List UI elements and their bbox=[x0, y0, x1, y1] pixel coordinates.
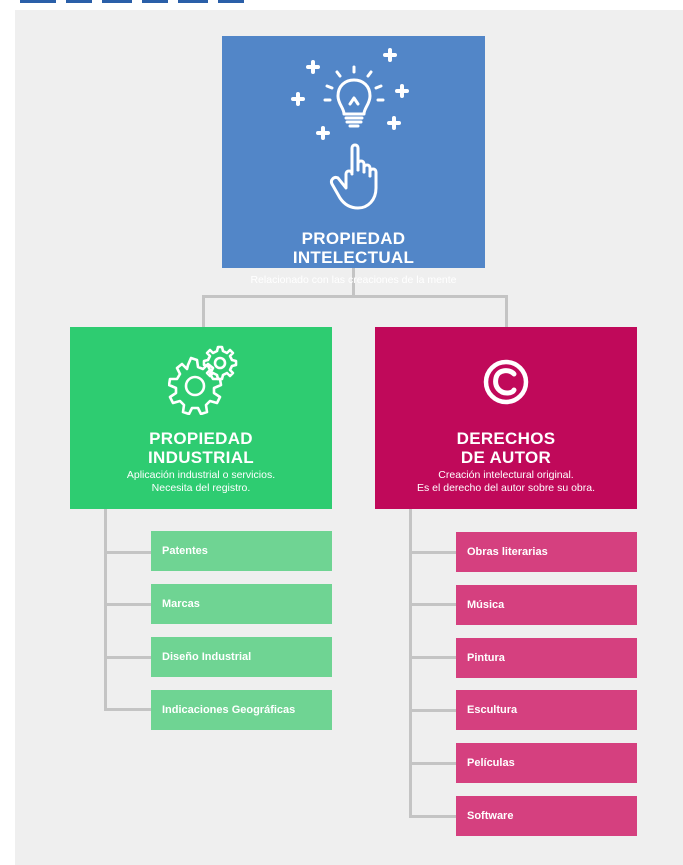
leaf-indicaciones-geograficas: Indicaciones Geográficas bbox=[151, 690, 332, 730]
industrial-tick bbox=[104, 656, 151, 659]
gears-icon bbox=[168, 345, 238, 415]
copyright-icon bbox=[483, 359, 529, 405]
industrial-tick bbox=[104, 551, 151, 554]
industrial-tick bbox=[104, 708, 151, 711]
autor-title-line2: DE AUTOR bbox=[460, 448, 552, 467]
leaf-obras-literarias: Obras literarias bbox=[456, 532, 637, 572]
autor-tick bbox=[409, 709, 456, 712]
leaf-musica: Música bbox=[456, 585, 637, 625]
leaf-software: Software bbox=[456, 796, 637, 836]
industrial-node: PROPIEDAD INDUSTRIAL Aplicación industri… bbox=[70, 327, 332, 509]
industrial-subtitle-line2: Necesita del registro. bbox=[151, 482, 251, 494]
autor-tick bbox=[409, 656, 456, 659]
leaf-diseno-industrial: Diseño Industrial bbox=[151, 637, 332, 677]
autor-tick bbox=[409, 815, 456, 818]
autor-tick bbox=[409, 762, 456, 765]
root-connector-vertical bbox=[352, 268, 355, 297]
leaf-patentes: Patentes bbox=[151, 531, 332, 571]
branch-connector-horizontal bbox=[202, 295, 507, 298]
autor-connector-vertical bbox=[505, 295, 508, 327]
industrial-trunk bbox=[104, 509, 107, 710]
autor-tick bbox=[409, 603, 456, 606]
leaf-marcas: Marcas bbox=[151, 584, 332, 624]
autor-trunk bbox=[409, 509, 412, 817]
autor-subtitle-line1: Creación intelectural original. bbox=[438, 469, 574, 481]
autor-subtitle-line2: Es el derecho del autor sobre su obra. bbox=[416, 482, 596, 494]
autor-tick bbox=[409, 551, 456, 554]
lightbulb-hand-icon bbox=[291, 48, 409, 210]
root-node: PROPIEDAD INTELECTUAL Relacionado con la… bbox=[222, 36, 485, 286]
industrial-title-line2: INDUSTRIAL bbox=[148, 448, 254, 467]
industrial-title-line1: PROPIEDAD bbox=[149, 429, 253, 448]
root-title-line1: PROPIEDAD bbox=[301, 229, 406, 248]
industrial-subtitle-line1: Aplicación industrial o servicios. bbox=[126, 469, 276, 481]
leaf-escultura: Escultura bbox=[456, 690, 637, 730]
leaf-pintura: Pintura bbox=[456, 638, 637, 678]
root-subtitle: Relacionado con las creaciones de la men… bbox=[250, 274, 457, 286]
autor-title-line1: DERECHOS bbox=[456, 429, 556, 448]
industrial-tick bbox=[104, 603, 151, 606]
top-decoration bbox=[0, 0, 683, 10]
autor-node: DERECHOS DE AUTOR Creación intelectural … bbox=[375, 327, 637, 509]
root-title-line2: INTELECTUAL bbox=[292, 248, 415, 267]
leaf-peliculas: Películas bbox=[456, 743, 637, 783]
industrial-connector-vertical bbox=[202, 295, 205, 327]
